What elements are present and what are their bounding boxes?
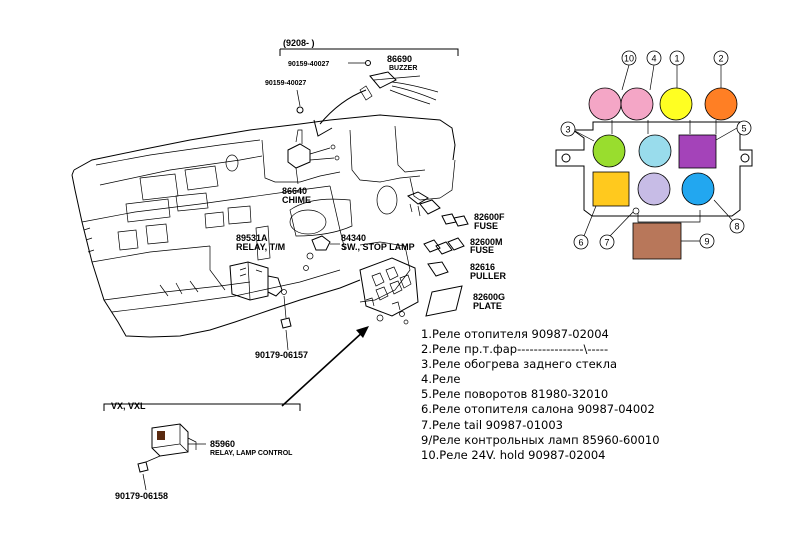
relay-3-circle	[592, 134, 626, 168]
relay-block: 10 4 1 2 3 5 6 7 8 9	[555, 50, 753, 260]
callout-4: 4	[646, 50, 662, 66]
svg-text:8: 8	[734, 222, 739, 232]
legend-item: 3.Реле обогрева заднего стекла	[421, 357, 618, 372]
variant-label: VX, VXL	[111, 401, 146, 411]
fuse-part-number: 82600F	[474, 212, 505, 222]
relay-4-circle	[638, 134, 672, 168]
relay-10-circle	[588, 87, 622, 121]
callout-10: 10	[621, 50, 637, 66]
relay-6-square	[592, 171, 630, 207]
bracket-range-label: (9208- )	[283, 38, 315, 48]
fuse-block-assembly: 82600F FUSE 82600M FUSE 82616 PULLER 826…	[359, 191, 507, 325]
relay-tm-assembly: 89531A RELAY, T/M 90179-06157 84340 SW.,…	[229, 233, 415, 360]
bolt-mid-part-number: 90179-06157	[255, 350, 308, 360]
legend-item: 1.Реле отопителя 90987-02004	[421, 327, 609, 341]
lamp-relay-inset: VX, VXL 85960 RELAY, LAMP CONTROL 90179-…	[103, 401, 301, 501]
callout-5: 5	[736, 120, 752, 136]
screw-top-part-number: 90159-40027	[288, 61, 329, 68]
callout-2: 2	[713, 50, 729, 66]
callout-8: 8	[729, 218, 745, 234]
legend-item: 2.Реле пр.т.фар----------------\-----	[421, 342, 609, 357]
chime-part-number: 86640	[282, 186, 307, 196]
relay-lamp-label: RELAY, LAMP CONTROL	[210, 450, 293, 457]
relay-tm-label: RELAY, T/M	[236, 242, 285, 252]
plate-part-number: 82600G	[473, 292, 505, 302]
screw-left-part-number: 90159-40027	[265, 80, 306, 87]
relay-legend: 1.Реле отопителя 90987-02004 2.Реле пр.т…	[421, 327, 796, 463]
buzzer-part-number: 86690	[387, 54, 412, 64]
callout-6: 6	[573, 234, 589, 250]
bolt-bottom-part-number: 90179-06158	[115, 491, 168, 501]
relay-8-circle	[681, 172, 715, 206]
puller-part-number: 82616	[470, 262, 495, 272]
svg-text:6: 6	[578, 238, 583, 248]
buzzer-assembly: (9208- ) 86690 BUZZER 90159-40027 90159-…	[265, 38, 459, 205]
svg-text:5: 5	[741, 124, 746, 134]
callout-9: 9	[699, 233, 715, 249]
puller-label: PULLER	[470, 271, 507, 281]
chime-label: CHIME	[282, 195, 311, 205]
stop-switch-label: SW., STOP LAMP	[341, 242, 415, 252]
legend-item: 9/Реле контрольных ламп 85960-60010	[421, 432, 660, 447]
svg-text:1: 1	[674, 54, 679, 64]
legend-item: 10.Реле 24V. hold 90987-02004	[421, 447, 606, 462]
callout-3: 3	[560, 121, 576, 137]
relay-5-square	[678, 134, 717, 169]
legend-item: 4.Реле	[421, 372, 461, 387]
legend-item: 5.Реле поворотов 81980-32010	[421, 387, 609, 402]
fuse-m-part-number: 82600M	[470, 237, 503, 247]
plate-label: PLATE	[473, 301, 502, 311]
svg-text:3: 3	[565, 125, 570, 135]
legend-item: 6.Реле отопителя салона 90987-04002	[421, 402, 655, 417]
pointer-arrow	[281, 326, 369, 407]
relay-tm-part-number: 89531A	[236, 233, 268, 243]
relay-2-circle	[704, 87, 738, 121]
svg-text:10: 10	[624, 54, 634, 64]
legend-item: 7.Реле tail 90987-01003	[421, 417, 563, 432]
relay-lamp-part-number: 85960	[210, 439, 235, 449]
fuse-label: FUSE	[474, 221, 498, 231]
relay-9-square	[632, 222, 682, 260]
relay-pos-unlabeled-circle	[620, 87, 654, 121]
dashboard-drawing	[71, 114, 456, 338]
callout-7: 7	[599, 234, 615, 250]
fuse-m-label: FUSE	[470, 245, 494, 255]
relay-1-circle	[659, 87, 693, 121]
buzzer-label: BUZZER	[389, 65, 417, 72]
svg-text:2: 2	[718, 54, 723, 64]
svg-text:4: 4	[651, 54, 656, 64]
stop-switch-part-number: 84340	[341, 233, 366, 243]
svg-text:9: 9	[704, 237, 709, 247]
callout-1: 1	[669, 50, 685, 66]
relay-7-circle	[637, 172, 671, 206]
svg-text:7: 7	[604, 238, 609, 248]
